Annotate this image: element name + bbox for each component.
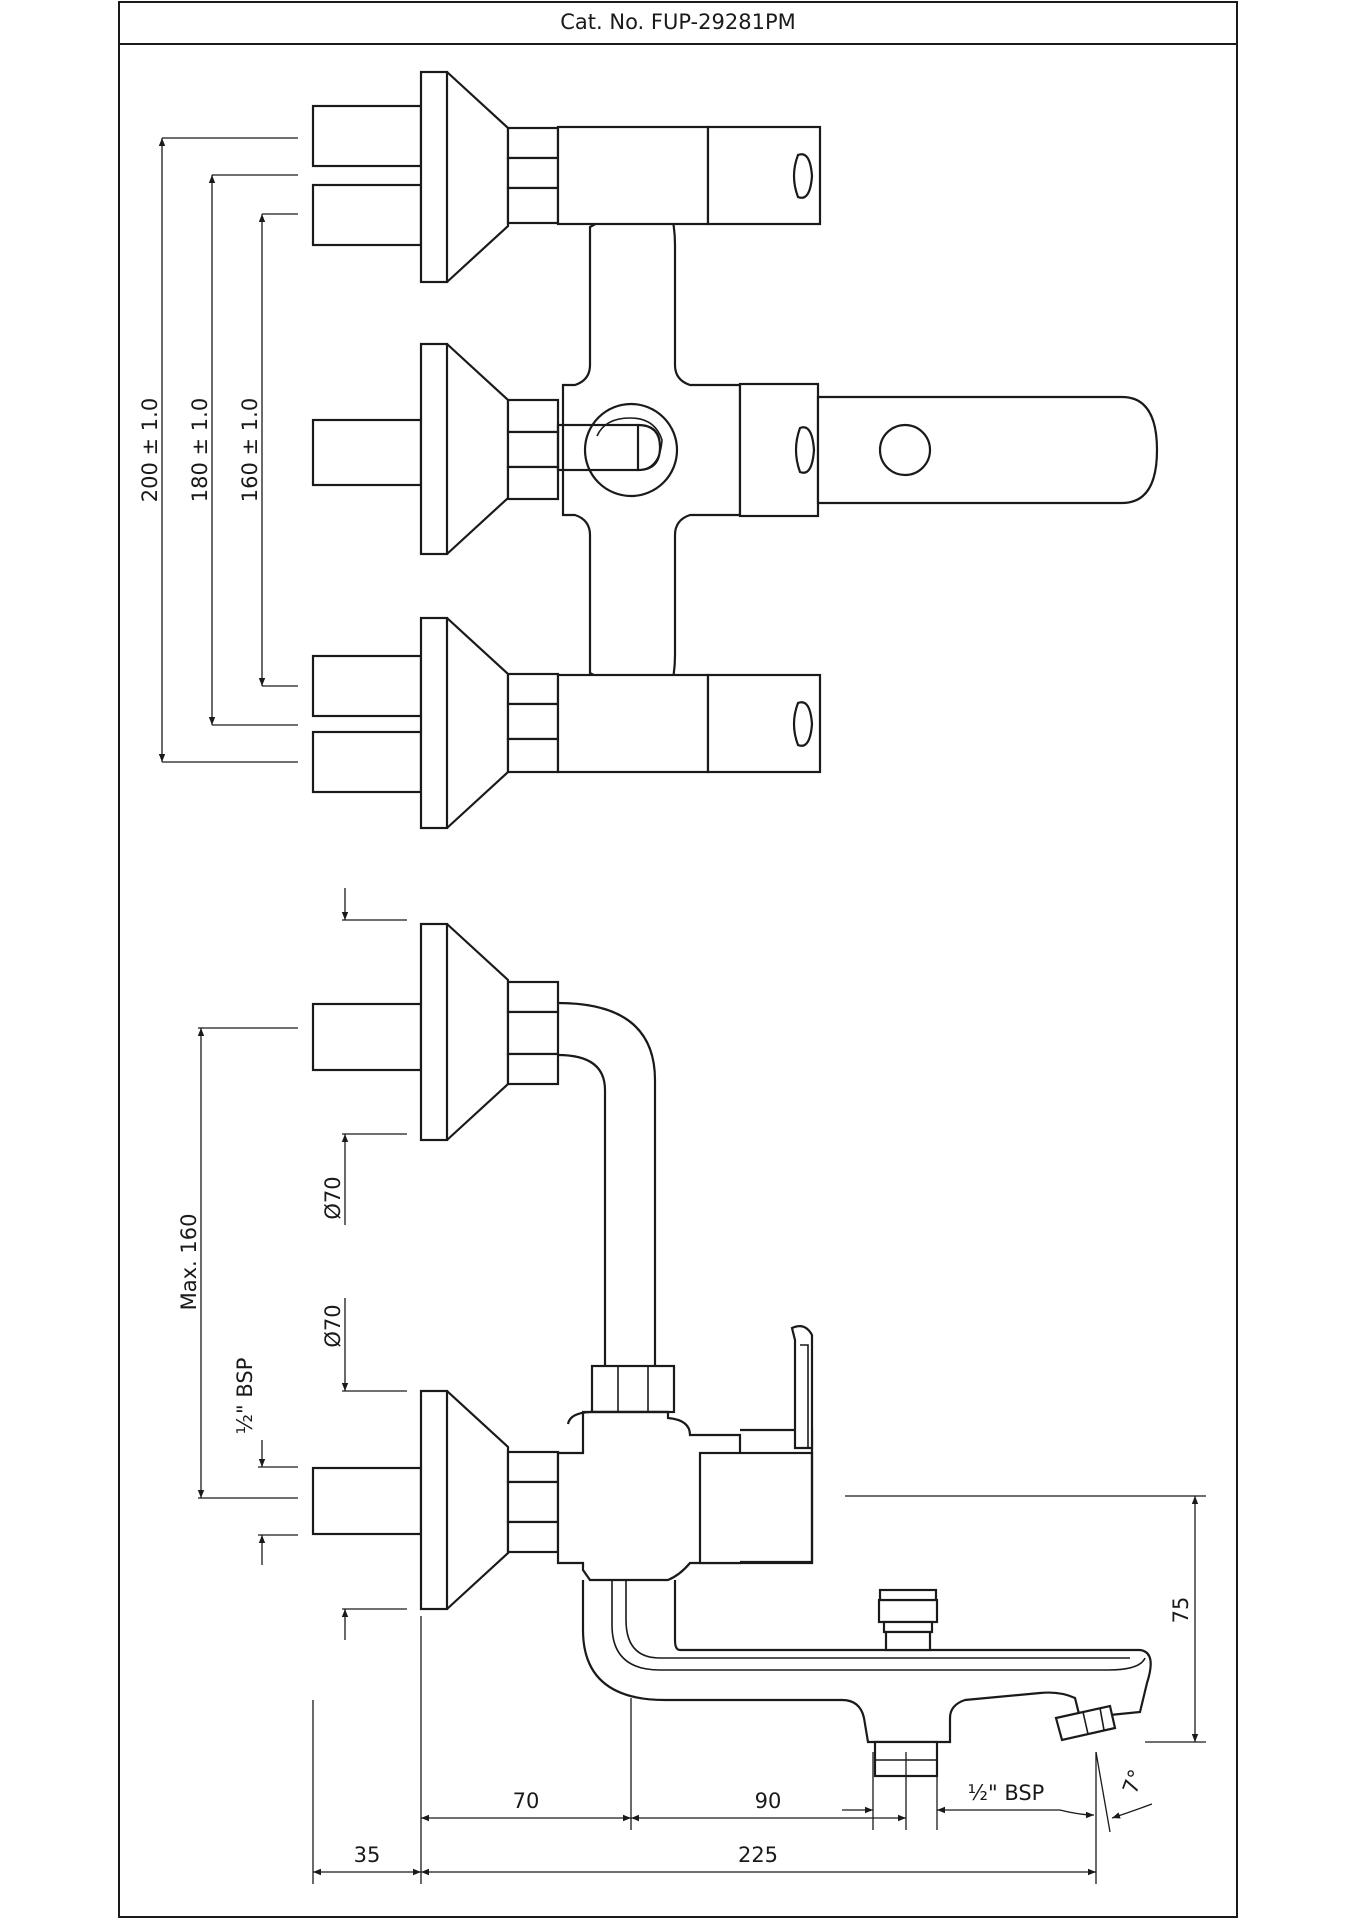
lower-wall-flange	[311, 616, 560, 830]
dim-90-label: 90	[755, 1789, 782, 1813]
catalog-number: Cat. No. FUP-29281PM	[118, 1, 1238, 45]
top-view-dimensions	[158, 137, 298, 763]
dim-75-label: 75	[1169, 1597, 1193, 1624]
dim-bsp-bottom-label: ½" BSP	[968, 1781, 1045, 1805]
side-view-dimensions	[197, 888, 1206, 1884]
drawing-frame	[118, 1, 1238, 1918]
valve-body-top	[556, 125, 822, 774]
dim-35-label: 35	[354, 1843, 381, 1867]
top-view	[158, 70, 1159, 830]
upper-wall-flange	[311, 70, 560, 284]
side-view	[197, 888, 1206, 1884]
riser-pipe	[557, 1001, 676, 1414]
dim-bsp-left-label: ½" BSP	[233, 1358, 257, 1435]
dim-dia70-upper-label: Ø70	[321, 1176, 345, 1219]
lower-side-flange	[311, 1389, 560, 1611]
dim-70-label: 70	[513, 1789, 540, 1813]
dim-180-label: 180 ± 1.0	[188, 398, 212, 502]
dim-angle7-label: 7°	[1118, 1766, 1149, 1797]
bath-spout	[581, 1580, 1152, 1778]
lever-handle-top	[738, 382, 1159, 518]
dim-200-label: 200 ± 1.0	[138, 398, 162, 502]
valve-body-side	[556, 1325, 814, 1582]
upper-side-flange	[311, 922, 560, 1142]
dim-225-label: 225	[738, 1843, 778, 1867]
middle-wall-flange	[311, 342, 560, 556]
dim-160-label: 160 ± 1.0	[238, 398, 262, 502]
dim-dia70-lower-label: Ø70	[321, 1304, 345, 1347]
dim-max160-label: Max. 160	[177, 1214, 201, 1311]
